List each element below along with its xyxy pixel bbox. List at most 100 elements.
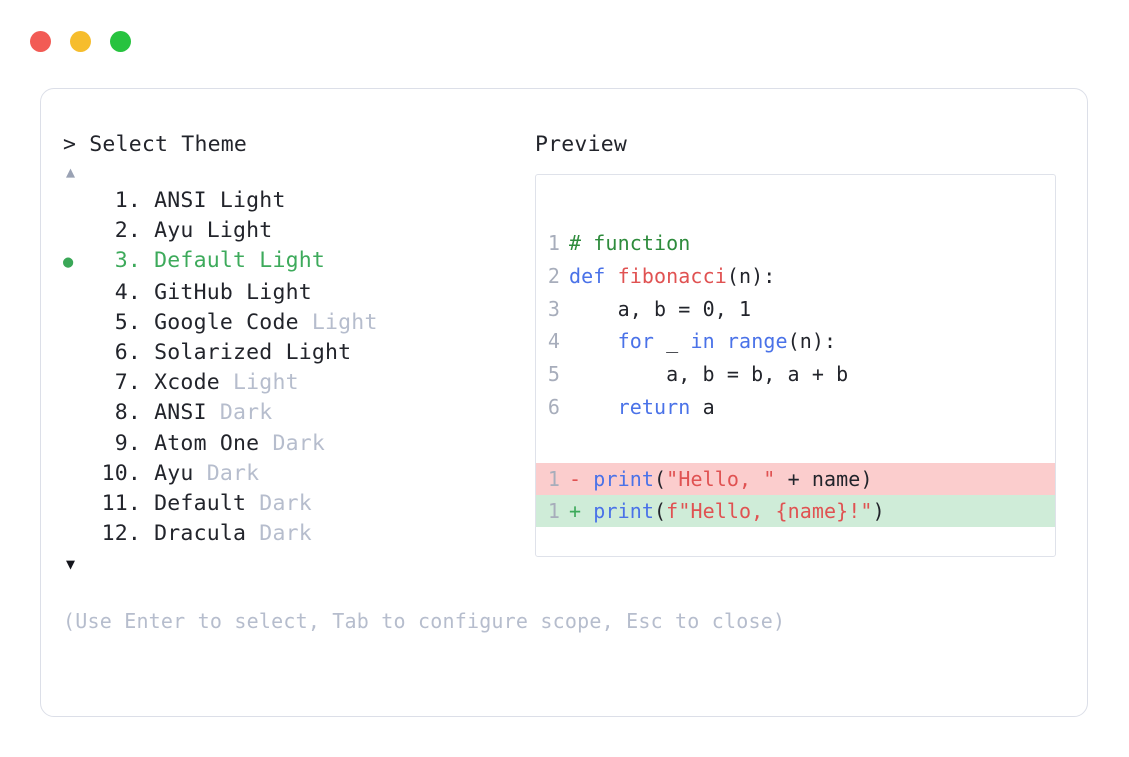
code-token (569, 329, 618, 353)
window-minimize-dot[interactable] (70, 31, 91, 52)
code-token (715, 329, 727, 353)
code-line-number: 1 (547, 231, 560, 255)
theme-list-item[interactable]: 7. Xcode Light (63, 368, 543, 398)
theme-item-index: 4. (114, 279, 141, 305)
diff-line-number: 1 (547, 499, 560, 523)
diff-token: print (593, 467, 655, 491)
theme-list-item[interactable]: 2. Ayu Light (63, 216, 543, 246)
diff-token: print (593, 499, 655, 523)
diff-marker: + (569, 499, 594, 523)
code-token: def (569, 263, 618, 288)
theme-item-name: GitHub Light (141, 279, 312, 305)
theme-list-item[interactable]: 9. Atom One Dark (63, 429, 543, 459)
theme-list-item[interactable]: 6. Solarized Light (63, 338, 543, 368)
select-theme-prompt: > Select Theme (63, 132, 248, 157)
theme-item-index: 2. (114, 218, 141, 244)
theme-item-index: 11. (101, 491, 141, 517)
theme-item-variant: Dark (259, 521, 312, 547)
theme-item-name: Ayu (141, 460, 207, 486)
theme-item-index: 7. (114, 370, 141, 396)
theme-list-item[interactable]: 8. ANSI Dark (63, 398, 543, 428)
code-token: a, b = b, a + b (569, 362, 849, 387)
theme-item-variant: Light (311, 309, 378, 335)
code-line: 5 a, b = b, a + b (536, 358, 1055, 391)
diff-token: ( (654, 467, 667, 491)
diff-marker: - (569, 467, 594, 491)
code-token: , (714, 296, 740, 321)
code-line-number: 5 (547, 362, 560, 387)
code-line: 3 a, b = 0, 1 (536, 293, 1055, 326)
theme-item-name: Ayu Light (141, 218, 273, 244)
code-line: 1# function (536, 227, 1055, 260)
code-token: in (690, 329, 715, 354)
theme-item-index: 10. (101, 460, 141, 486)
theme-item-name: Solarized Light (141, 340, 352, 366)
code-token: _ (654, 329, 691, 354)
diff-token: f"Hello, {name}!" (666, 499, 873, 523)
code-line: 4 for _ in range(n): (536, 325, 1055, 358)
code-token (569, 395, 618, 419)
code-token: (n): (726, 263, 776, 288)
code-line: 6 return a (536, 391, 1055, 424)
selection-bullet-icon: ● (63, 252, 74, 273)
diff-line-removed: 1- print("Hello, " + name) (536, 463, 1055, 495)
code-line-number: 6 (547, 394, 560, 419)
theme-item-variant: Dark (219, 400, 273, 426)
preview-title: Preview (535, 132, 628, 157)
diff-line-added: 1 + print(f"Hello, {name}!") (536, 495, 1055, 527)
code-token: a, b = (569, 296, 703, 321)
theme-item-name: Default Light (141, 248, 326, 274)
keyboard-hint-text: (Use Enter to select, Tab to configure s… (63, 609, 786, 634)
code-token: for (617, 329, 655, 354)
code-token: range (726, 329, 788, 354)
code-token: return (617, 394, 691, 419)
theme-item-name: ANSI (141, 400, 220, 426)
theme-list-item[interactable]: 1. ANSI Light (63, 186, 543, 216)
theme-list-item[interactable]: 5. Google Code Light (63, 308, 543, 338)
theme-item-index: 1. (114, 188, 141, 213)
code-token: fibonacci (617, 263, 727, 288)
code-token: (n): (787, 329, 837, 354)
theme-item-index: 3. (114, 248, 141, 274)
window-maximize-dot[interactable] (110, 31, 131, 52)
scroll-up-arrow-icon[interactable]: ▲ (66, 163, 76, 181)
theme-item-variant: Dark (259, 491, 312, 517)
theme-item-index: 9. (114, 430, 141, 456)
theme-list-item[interactable]: 10. Ayu Dark (63, 459, 543, 489)
diff-sample: 1- print("Hello, " + name)1+ print(f"Hel… (536, 463, 1055, 527)
theme-item-index: 5. (114, 309, 141, 335)
theme-list-item[interactable]: 4. GitHub Light (63, 278, 543, 308)
theme-item-variant: Dark (272, 430, 326, 456)
theme-item-variant: Light (233, 370, 299, 396)
scroll-down-arrow-icon[interactable]: ▼ (66, 555, 76, 574)
window-close-dot[interactable] (30, 31, 51, 52)
window-traffic-lights (30, 31, 131, 52)
theme-item-index: 8. (114, 400, 141, 426)
code-token: 1 (739, 296, 752, 321)
diff-token: ) (872, 499, 885, 523)
theme-list-item[interactable]: 11. Default Dark (63, 489, 543, 519)
theme-list-item[interactable]: 12. Dracula Dark (63, 519, 543, 549)
code-line-number: 3 (547, 296, 560, 321)
theme-item-name: Dracula (141, 521, 260, 547)
theme-item-name: ANSI Light (141, 188, 286, 213)
theme-item-name: Google Code (141, 309, 312, 335)
theme-item-name: Atom One (141, 430, 273, 456)
theme-item-variant: Dark (206, 460, 260, 486)
diff-token: ( (654, 499, 667, 523)
theme-item-index: 6. (114, 340, 141, 366)
theme-item-index: 12. (101, 521, 141, 547)
code-token: a (690, 394, 715, 419)
theme-list-item[interactable]: ● 3. Default Light (63, 246, 543, 277)
diff-token: + name) (775, 467, 873, 491)
diff-line-number: 1 (547, 467, 560, 491)
code-line-number: 4 (547, 329, 560, 354)
